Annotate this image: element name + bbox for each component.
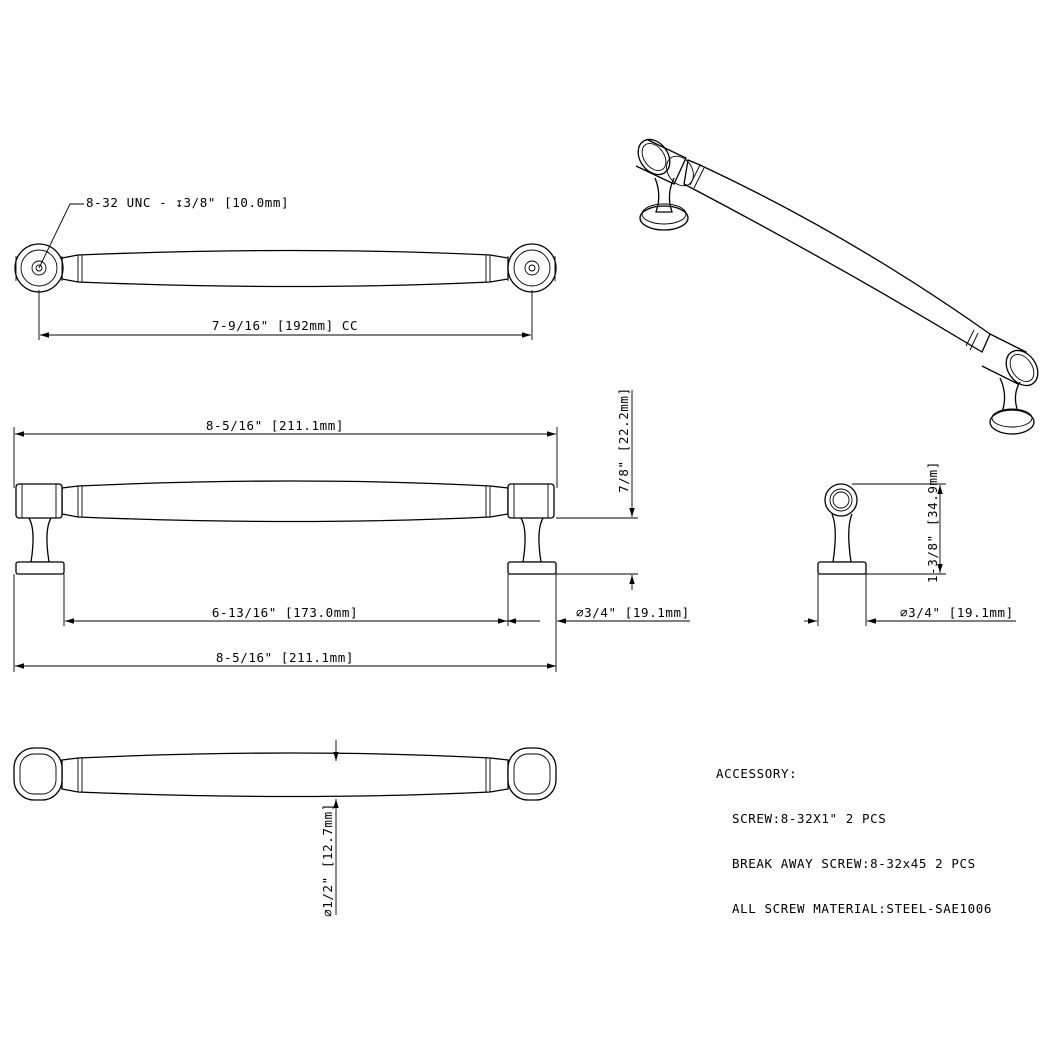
projection-height-dim: 7/8" [22.2mm] [616,387,631,493]
thread-callout: 8-32 UNC - ↧3/8" [10.0mm] [86,195,289,210]
side-view [804,483,1016,626]
center-to-center-dim: 7-9/16" [192mm] CC [212,318,358,333]
overall-length-bottom-dim: 8-5/16" [211.1mm] [216,650,354,665]
bottom-view [13,740,557,915]
accessory-line: BREAK AWAY SCREW:8-32x45 2 PCS [732,856,976,871]
overall-length-top-dim: 8-5/16" [211.1mm] [206,418,344,433]
front-view [13,390,690,672]
base-spacing-dim: 6-13/16" [173.0mm] [212,605,358,620]
isometric-view [635,138,1039,435]
base-diameter-side-dim: ⌀3/4" [19.1mm] [900,605,1014,620]
base-diameter-front-dim: ⌀3/4" [19.1mm] [576,605,690,620]
accessory-notes: ACCESSORY: SCREW:8-32X1" 2 PCS BREAK AWA… [716,736,992,931]
right-post-top [507,243,557,293]
accessory-line: ALL SCREW MATERIAL:STEEL-SAE1006 [732,901,993,916]
bar-diameter-dim: ⌀1/2" [12.7mm] [320,803,335,917]
accessory-heading: ACCESSORY: [716,766,798,781]
accessory-line: SCREW:8-32X1" 2 PCS [732,811,887,826]
top-view [14,203,557,340]
side-height-dim: 1-3/8" [34.9mm] [925,461,940,583]
